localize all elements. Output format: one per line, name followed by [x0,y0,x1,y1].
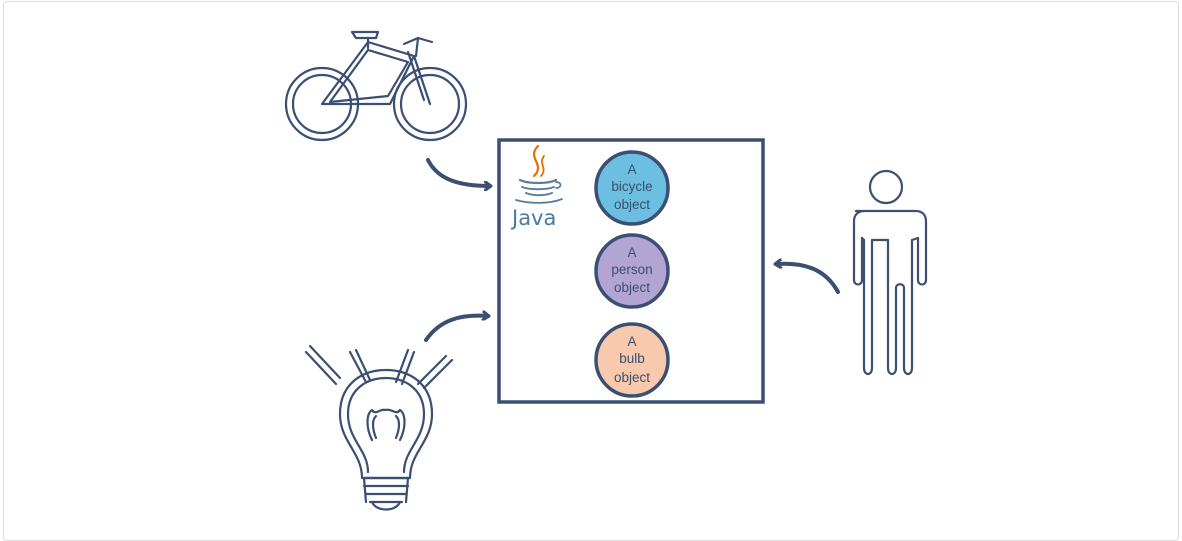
lightbulb-icon [304,344,454,511]
arrow-person-to-java [776,264,840,294]
object-circle [594,322,670,398]
object-circle [594,150,670,226]
svg-text:object: object [614,197,650,212]
bicycle-icon [284,30,468,142]
arrow-bulb-to-java [424,316,488,342]
svg-text:person: person [611,262,652,277]
svg-text:A: A [627,245,636,260]
svg-text:A: A [627,334,636,349]
svg-text:A: A [627,162,636,177]
svg-text:object: object [614,280,650,295]
object-bubble-bulb: A bulb object [594,322,670,398]
svg-text:object: object [614,370,650,385]
java-logo-text: Java [510,206,556,230]
svg-text:bulb: bulb [619,351,645,366]
person-icon [852,169,928,376]
object-circle [594,233,670,309]
object-bubble-bicycle: A bicycle object [594,150,670,226]
java-logo-icon [515,144,563,204]
svg-text:bicycle: bicycle [611,179,652,194]
diagram-canvas: Java A bicycle object A person object A … [284,30,928,511]
arrow-bicycle-to-java [426,158,490,186]
object-bubble-person: A person object [594,233,670,309]
